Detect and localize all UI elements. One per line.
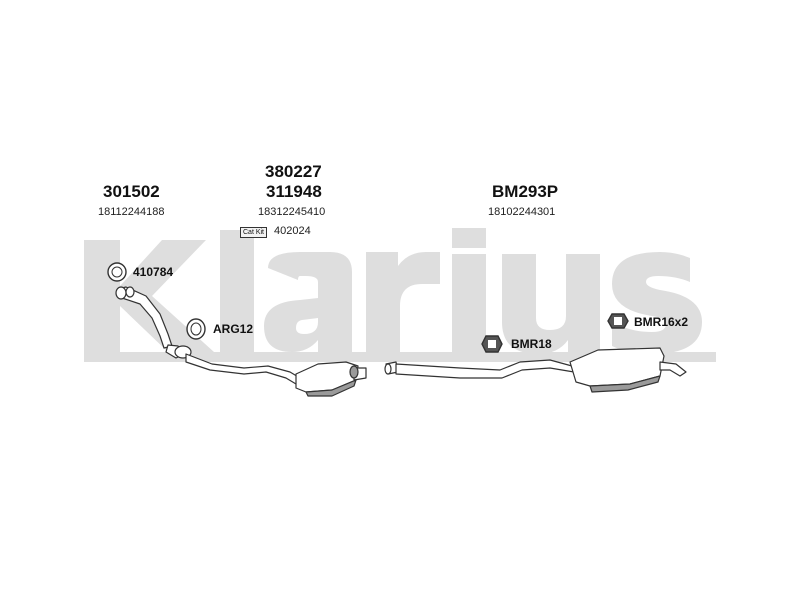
ring-gasket-icon: [107, 262, 127, 282]
centre-pipe: [384, 359, 575, 379]
front-downpipe: [115, 286, 301, 385]
rear-section-oem-number: 18102244301: [488, 206, 556, 218]
rear-section-part-number: BM293P: [492, 182, 559, 201]
mount-bmr16-label: BMR16x2: [634, 315, 689, 329]
ring-arg12-label: ARG12: [213, 322, 254, 336]
downpipe-oem-number: 18112244188: [98, 206, 165, 218]
rubber-mount-bmr18-icon: [481, 335, 503, 353]
catalyst-part-number-2: 311948: [266, 182, 322, 201]
ring-icon: [186, 318, 206, 340]
gasket-410784-label: 410784: [133, 265, 174, 279]
mount-bmr18-label: BMR18: [511, 337, 552, 351]
rear-silencer: [569, 347, 687, 393]
catalyst-oem-number: 18312245410: [258, 206, 326, 218]
catalytic-converter: [295, 361, 367, 397]
cat-kit-number: 402024: [274, 225, 311, 237]
cat-kit-badge: Cat Kit: [240, 227, 268, 238]
rubber-mount-bmr16-icon: [607, 313, 629, 329]
catalyst-part-number-1: 380227: [265, 162, 322, 181]
downpipe-part-number: 301502: [103, 182, 160, 201]
